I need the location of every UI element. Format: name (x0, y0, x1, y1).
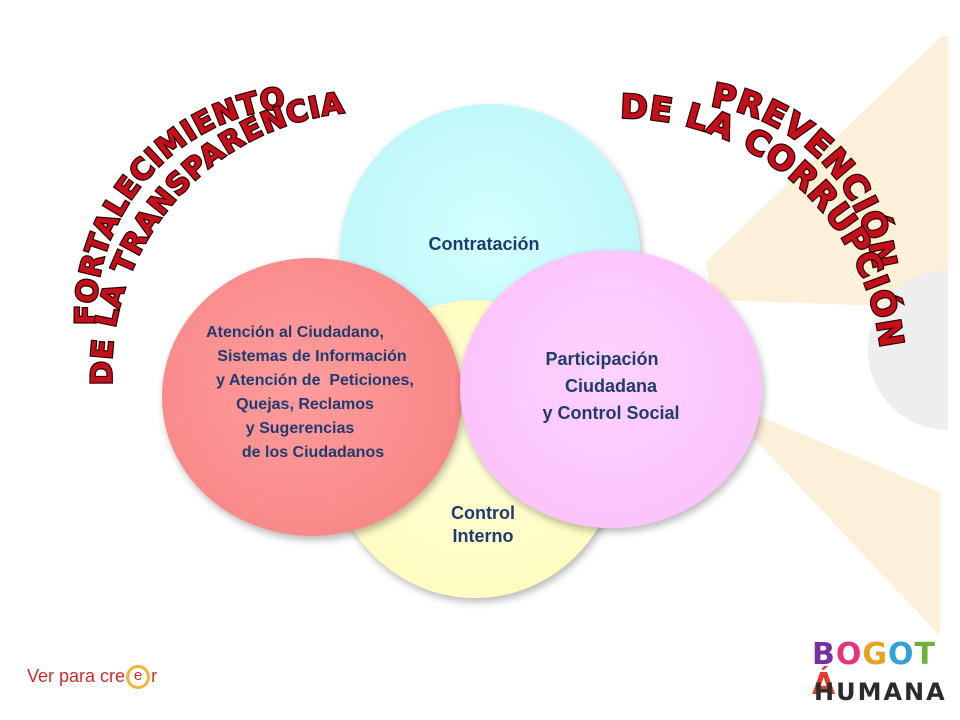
atencion-ciudadano-label: Atención al Ciudadano, Sistemas de Infor… (170, 321, 460, 465)
logo-letter: G (862, 637, 889, 672)
control-interno-label: Control Interno (400, 502, 566, 547)
logo-letter: T (914, 637, 936, 672)
bogota-logo: BOGOTÁ (812, 640, 960, 700)
light-ray-top (706, 36, 948, 308)
logo-letter: O (835, 637, 863, 672)
atencion-line: Atención al Ciudadano, (206, 324, 384, 341)
atencion-line: Quejas, Reclamos (236, 396, 374, 413)
participacion-line: Ciudadana (564, 376, 657, 396)
logo-letter: B (812, 637, 836, 672)
control-interno-line: Control (451, 503, 515, 523)
tagline-e-ring-icon: e (126, 665, 151, 689)
atencion-ciudadano-circle (162, 258, 462, 536)
participacion-line: y Control Social (542, 403, 680, 423)
tagline-text: e (115, 665, 126, 686)
participacion-line: Participación (545, 349, 659, 369)
atencion-line: y Sugerencias (245, 420, 355, 437)
participacion-ciudadana-circle (460, 250, 762, 528)
light-ray-bottom (716, 398, 940, 636)
control-interno-line: Interno (452, 525, 514, 546)
semicircle-shape (868, 270, 948, 430)
tagline-text: r (151, 665, 158, 686)
participacion-ciudadana-label: Participación Ciudadana y Control Social (480, 346, 742, 427)
atencion-line: de los Ciudadanos (241, 444, 385, 461)
logo-letter: Á (812, 667, 837, 702)
atencion-line: y Atención de Peticiones, (216, 372, 414, 389)
tagline-text: Ver para cr (27, 665, 116, 686)
atencion-line: Sistemas de Información (217, 348, 407, 365)
logo-letter: O (888, 637, 915, 672)
humana-logo-text: HUMANA (814, 678, 947, 706)
contratacion-label: Contratación (428, 234, 540, 254)
